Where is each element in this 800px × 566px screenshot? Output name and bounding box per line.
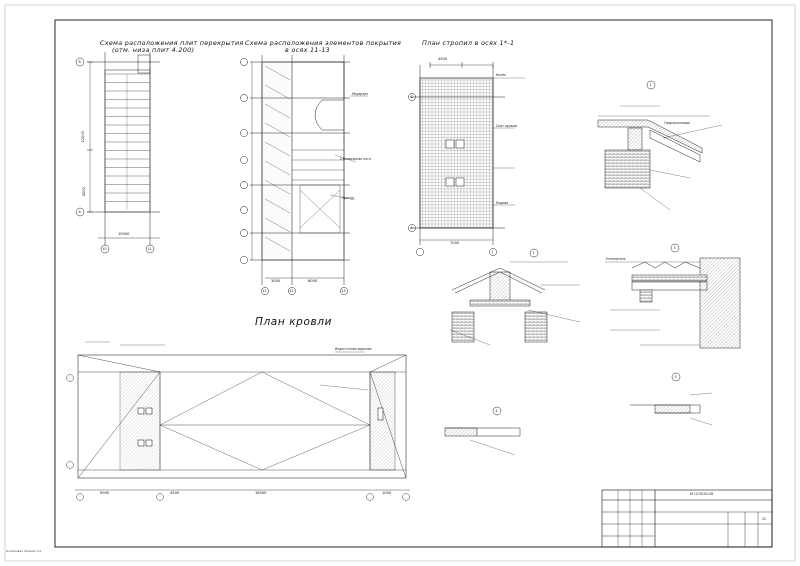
label-rafter-leg: Стропильная нога [340,157,371,161]
label-mauerlat: Мауэрлат [352,92,369,96]
rafter-diagonal [264,65,291,81]
dim-cover-6000: 6000 [308,279,318,283]
label-valley: Ендова [496,201,509,205]
axis-mark-one: 1 [491,249,494,254]
axis-mark-b-2: Б [410,94,413,99]
axis-mark-12: 12 [289,288,294,293]
slabs-scheme [75,52,160,254]
detail-node-1 [597,80,723,211]
detail-node-2 [449,248,581,346]
axis-mark-v-1: В [78,59,81,64]
detail-marker-4: 4 [495,408,498,413]
detail-marker-1: 1 [649,82,652,87]
detail-marker-2: 2 [532,250,535,255]
dim-slabs-width: 10000 [118,232,130,236]
axis-mark-a-2: А [410,225,413,230]
rafters-plan [408,62,525,256]
rafter-diagonal [264,84,291,100]
detail-node-5 [630,372,713,426]
rafter-diagonal [264,122,291,138]
rafter-diagonal [264,160,291,176]
label-purlin: Прогон [342,196,355,200]
dim-roof-4500: 4500 [170,491,180,495]
dim-rafters-top: 4500 [438,57,448,61]
label-waterproof: Гидроизоляция [664,121,690,125]
sheet-footnote: Копировал Формат А1 [6,549,42,553]
rafters-plan-title: План стропил в осях 1*-1 [422,39,515,47]
rafter-diagonal [264,179,291,195]
axis-mark-11b: 11 [262,288,267,293]
axis-mark-13: 13 [341,288,346,293]
detail-node-4 [444,406,521,456]
rafter-diagonal [264,141,291,157]
stamp-code: КП-270102-08 [690,492,714,496]
title-block [601,489,773,548]
dim-slabs-bottom: 4000 [81,187,86,197]
rafter-diagonal [264,236,291,252]
axis-mark-11: 11 [147,246,152,251]
label-insulation: Утеплитель [606,257,626,261]
detail-node-3 [605,243,741,349]
detail-marker-5: 5 [674,374,677,379]
label-ridge: Конек [496,73,507,77]
dim-roof-9000: 9000 [100,491,110,495]
label-roof-slope: Скат кровли [496,124,517,128]
axis-mark-a-1: А [78,209,81,214]
roof-plan [66,341,410,501]
slabs-scheme-title: Схема расположения плит перекрытия [100,39,244,47]
label-drain-funnel: Водосточная воронка [335,347,372,351]
rafter-diagonal [264,198,291,214]
dim-slabs-height: 12000 [80,131,85,143]
axis-mark-10: 10 [102,246,107,251]
cover-scheme-subtitle: в осях 11-13 [285,46,331,54]
cover-scheme [240,55,368,295]
slabs-scheme-subtitle: (отм. низа плит 4.200) [112,46,195,54]
rafter-diagonal [264,103,291,119]
detail-marker-3: 3 [673,245,676,250]
inner-frame [54,19,773,548]
rafter-diagonal [264,217,291,233]
dim-cover-3000: 3000 [271,279,281,283]
roof-plan-title: План кровли [255,316,332,328]
dim-roof-1000: 1000 [382,491,392,495]
cover-scheme-title: Схема расположения элементов покрытия [245,39,402,47]
dim-rafters-7000: 7000 [450,241,460,245]
outer-frame [4,4,796,562]
dim-roof-18000: 18000 [255,491,267,495]
stamp-sheet-number: 12 [762,517,767,521]
